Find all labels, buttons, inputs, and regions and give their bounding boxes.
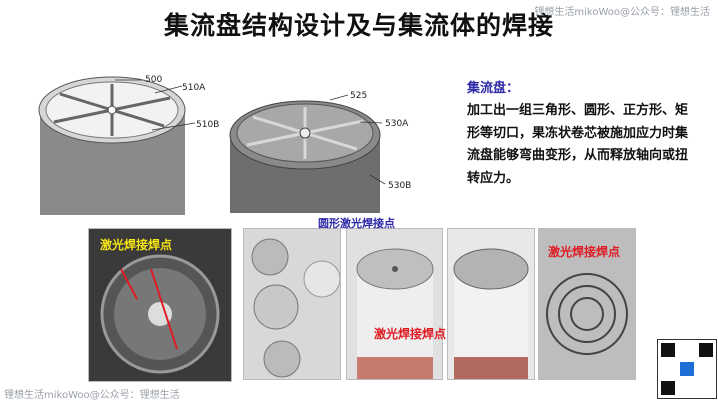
photo-cells-group (243, 228, 341, 380)
photo-cell-top-2 (346, 228, 443, 380)
qr-code (657, 339, 717, 399)
label-510a: 510A (182, 83, 206, 93)
photo-cell-top-3 (447, 228, 535, 380)
photo-weld-closeup (538, 228, 636, 380)
label-circular-weld: 圆形激光焊接点 (318, 217, 395, 230)
label-laser-weld-red-center: 激光焊接焊点 (374, 327, 447, 341)
watermark-bottom: 锂想生活mikoWoo@公众号：锂想生活 (4, 390, 180, 401)
page-title: 集流盘结构设计及与集流体的焊接 (163, 11, 554, 40)
description-text: 加工出一组三角形、圆形、正方形、矩形等切口，果冻状卷芯被施加应力时集流盘能够弯曲… (467, 103, 689, 186)
label-525: 525 (350, 91, 367, 101)
label-500: 500 (145, 75, 162, 85)
label-530a: 530A (385, 119, 409, 129)
label-530b: 530B (388, 181, 411, 191)
label-laser-weld-yellow: 激光焊接焊点 (100, 238, 173, 252)
description-heading: 集流盘： (467, 81, 520, 96)
photo-cell-top-1 (88, 228, 232, 382)
diagram-1 (38, 76, 196, 215)
current-collector-diagrams: 500 510A 510B 525 530A 530B (38, 75, 411, 215)
label-laser-weld-red-right: 激光焊接焊点 (548, 245, 621, 259)
diagram-2 (229, 94, 386, 213)
label-510b: 510B (196, 120, 219, 130)
watermark-top: 锂想生活mikoWoo@公众号：锂想生活 (534, 7, 710, 18)
